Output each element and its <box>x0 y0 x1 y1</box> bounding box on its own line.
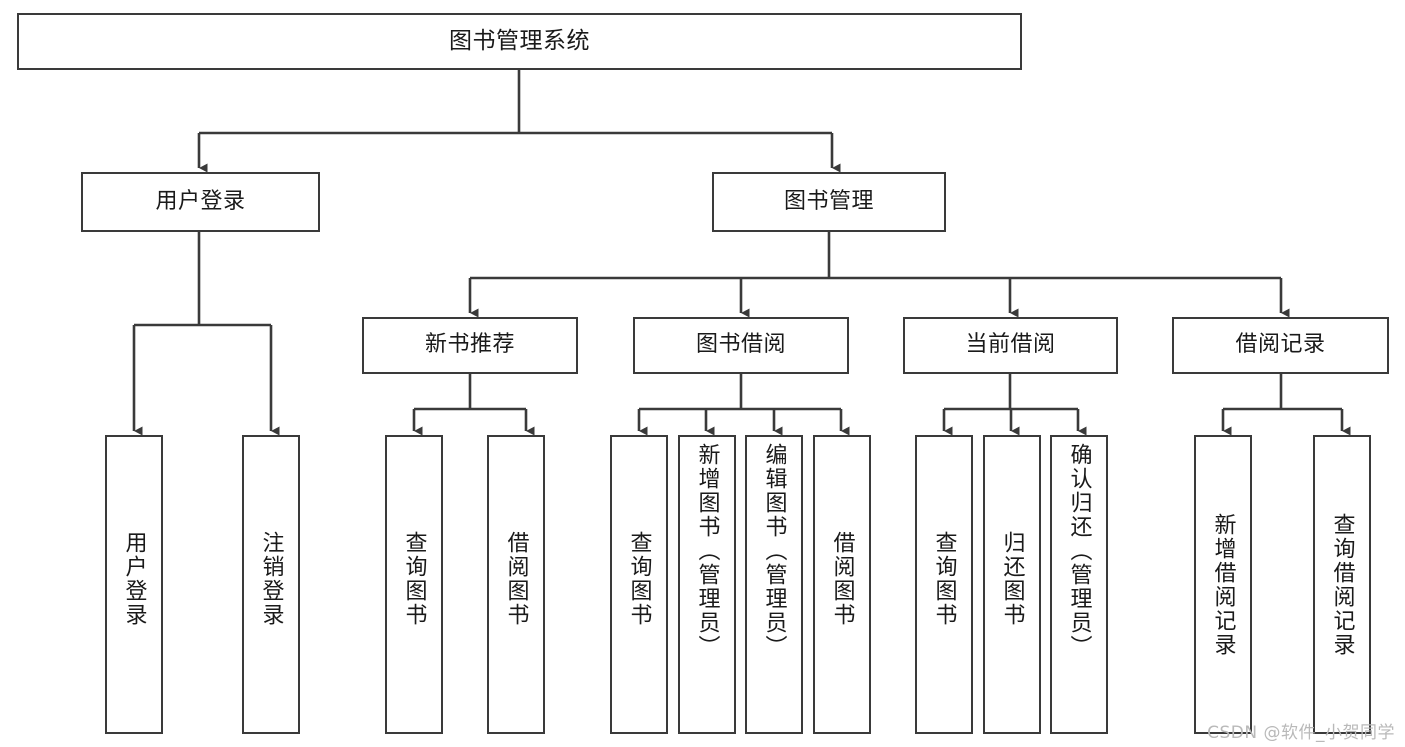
node-leaf-user-logout[interactable]: 注销登录 <box>242 435 300 734</box>
node-current-borrow-label: 当前借阅 <box>965 332 1056 358</box>
node-leaf-query-record[interactable]: 查询借阅记录 <box>1313 435 1371 734</box>
node-user-login-label: 用户登录 <box>155 188 246 214</box>
node-leaf-return-book-label: 归还图书 <box>999 531 1025 627</box>
node-leaf-borrow-book-2-label: 借阅图书 <box>829 531 855 627</box>
node-leaf-confirm-return-label: 确认归还（管理员） <box>1066 443 1092 659</box>
node-leaf-user-login-label: 用户登录 <box>121 531 147 627</box>
node-root[interactable]: 图书管理系统 <box>17 13 1022 70</box>
node-leaf-add-book-label: 新增图书（管理员） <box>694 443 720 659</box>
node-leaf-borrow-book-2[interactable]: 借阅图书 <box>813 435 871 734</box>
node-leaf-query-book-2-label: 查询图书 <box>626 531 652 627</box>
node-borrow-record-label: 借阅记录 <box>1235 332 1326 358</box>
node-leaf-query-book-2[interactable]: 查询图书 <box>610 435 668 734</box>
node-leaf-edit-book-label: 编辑图书（管理员） <box>761 443 787 659</box>
node-leaf-query-record-label: 查询借阅记录 <box>1329 513 1355 657</box>
node-leaf-borrow-book-1[interactable]: 借阅图书 <box>487 435 545 734</box>
node-leaf-user-logout-label: 注销登录 <box>258 531 284 627</box>
node-leaf-borrow-book-1-label: 借阅图书 <box>503 531 529 627</box>
node-leaf-edit-book[interactable]: 编辑图书（管理员） <box>745 435 803 734</box>
node-book-borrow-label: 图书借阅 <box>695 332 786 358</box>
node-leaf-query-book-1[interactable]: 查询图书 <box>385 435 443 734</box>
node-leaf-confirm-return[interactable]: 确认归还（管理员） <box>1050 435 1108 734</box>
node-book-manage[interactable]: 图书管理 <box>712 172 946 232</box>
node-current-borrow[interactable]: 当前借阅 <box>903 317 1118 374</box>
node-borrow-record[interactable]: 借阅记录 <box>1172 317 1389 374</box>
node-leaf-add-book[interactable]: 新增图书（管理员） <box>678 435 736 734</box>
node-user-login[interactable]: 用户登录 <box>81 172 320 232</box>
node-leaf-query-book-1-label: 查询图书 <box>401 531 427 627</box>
node-new-book-recommend-label: 新书推荐 <box>424 332 515 358</box>
node-root-label: 图书管理系统 <box>449 27 590 54</box>
node-leaf-add-record[interactable]: 新增借阅记录 <box>1194 435 1252 734</box>
node-new-book-recommend[interactable]: 新书推荐 <box>362 317 578 374</box>
node-book-borrow[interactable]: 图书借阅 <box>633 317 849 374</box>
node-leaf-add-record-label: 新增借阅记录 <box>1210 513 1236 657</box>
node-leaf-query-book-3-label: 查询图书 <box>931 531 957 627</box>
node-leaf-return-book[interactable]: 归还图书 <box>983 435 1041 734</box>
node-leaf-user-login[interactable]: 用户登录 <box>105 435 163 734</box>
node-leaf-query-book-3[interactable]: 查询图书 <box>915 435 973 734</box>
node-book-manage-label: 图书管理 <box>783 188 874 214</box>
